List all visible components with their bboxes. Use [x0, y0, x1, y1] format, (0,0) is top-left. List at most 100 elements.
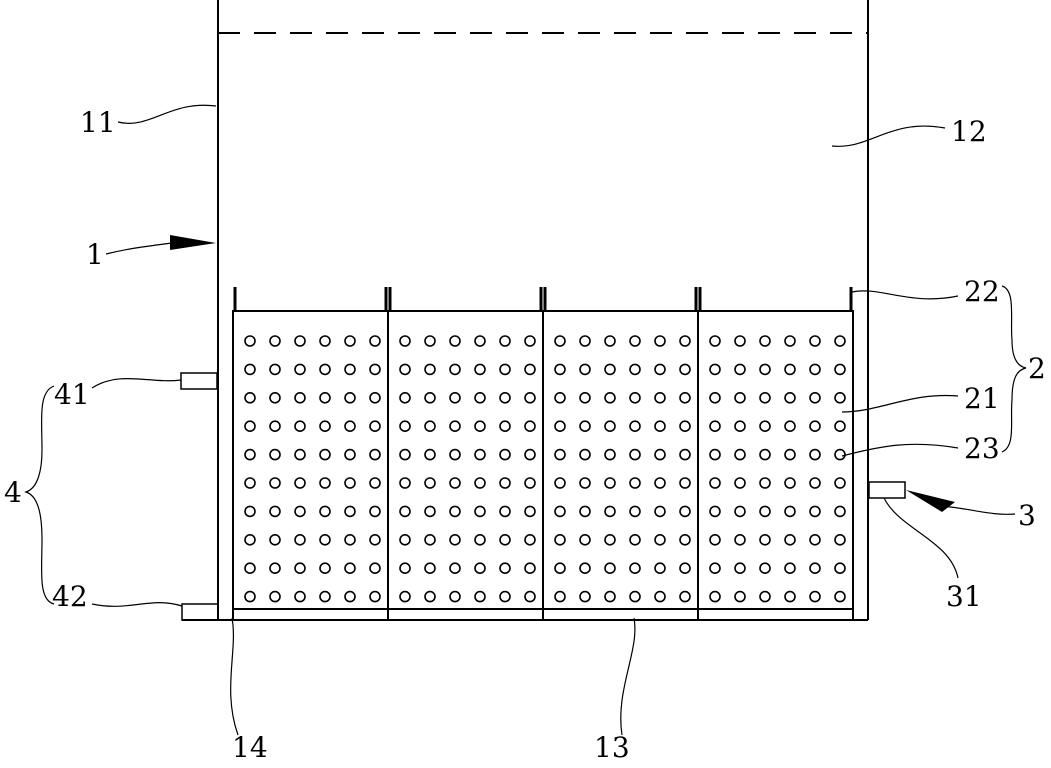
perforation-hole — [319, 420, 331, 433]
perforation-hole — [474, 590, 486, 603]
perforation-hole — [629, 420, 641, 433]
perforation-hole — [269, 335, 281, 347]
perforation-hole — [629, 363, 641, 376]
perforation-hole — [784, 363, 796, 376]
label-23: 23 — [964, 432, 1000, 465]
leader-42 — [91, 602, 183, 607]
perforation-hole — [524, 505, 536, 518]
perforation-hole — [344, 477, 356, 489]
perforation-hole — [474, 505, 486, 518]
perforation-hole — [809, 335, 821, 347]
perforation-hole — [344, 590, 356, 603]
perforation-hole — [604, 533, 616, 546]
perforation-hole — [424, 448, 436, 461]
perforation-hole — [784, 590, 796, 603]
perforation-hole — [654, 505, 666, 518]
perforation-hole — [524, 448, 536, 461]
perforation-hole — [809, 448, 821, 461]
perforation-hole — [399, 391, 411, 404]
perforation-hole — [344, 505, 356, 518]
perforation-hole — [524, 420, 536, 433]
perforation-hole — [654, 448, 666, 461]
perforation-hole — [759, 420, 771, 433]
perforation-hole — [809, 533, 821, 546]
perforation-hole — [709, 477, 721, 489]
perforation-hole — [449, 533, 461, 546]
leader-12 — [831, 125, 946, 147]
perforation-hole — [344, 448, 356, 461]
perforation-hole — [834, 477, 846, 489]
perforation-hole — [369, 420, 381, 433]
leader-21 — [841, 394, 959, 413]
perforation-hole — [629, 391, 641, 404]
perforation-hole — [319, 335, 331, 347]
perforation-hole — [809, 420, 821, 433]
perforation-hole — [399, 505, 411, 518]
perforation-hole — [399, 533, 411, 546]
perforation-hole — [834, 562, 846, 575]
perforation-hole — [759, 590, 771, 603]
perforation-hole — [759, 391, 771, 404]
arrow-3-icon — [906, 490, 955, 512]
perforation-hole — [579, 590, 591, 603]
label-13: 13 — [594, 731, 630, 763]
perforation-hole — [399, 477, 411, 489]
label-12: 12 — [951, 115, 987, 148]
perforation-hole — [784, 477, 796, 489]
perforation-hole — [679, 363, 691, 376]
leader-14 — [230, 617, 239, 736]
perforation-hole — [579, 477, 591, 489]
label-11: 11 — [80, 106, 116, 139]
leader-1 — [105, 242, 173, 255]
perforation-hole — [579, 448, 591, 461]
perforation-hole — [554, 590, 566, 603]
perforation-hole — [424, 391, 436, 404]
perforation-hole — [579, 562, 591, 575]
perforation-hole — [604, 363, 616, 376]
brace-2 — [1001, 285, 1027, 453]
perforation-hole — [474, 562, 486, 575]
perforation-hole — [474, 533, 486, 546]
perforation-hole — [604, 477, 616, 489]
perforation-hole — [554, 391, 566, 404]
perforation-hole — [784, 391, 796, 404]
perforation-hole — [499, 533, 511, 546]
perforation-hole — [269, 363, 281, 376]
perforation-hole — [734, 533, 746, 546]
perforation-hole — [244, 477, 256, 489]
perforation-hole — [679, 590, 691, 603]
perforation-hole — [604, 448, 616, 461]
perforation-hole — [319, 391, 331, 404]
perforation-hole — [709, 533, 721, 546]
perforation-hole — [679, 335, 691, 347]
perforation-hole — [604, 391, 616, 404]
perforation-hole — [399, 448, 411, 461]
perforation-hole — [344, 533, 356, 546]
perforation-hole — [244, 335, 256, 347]
perforation-hole — [809, 505, 821, 518]
label-2: 2 — [1028, 352, 1046, 385]
perforation-hole — [679, 505, 691, 518]
perforation-hole — [499, 562, 511, 575]
perforation-hole — [449, 420, 461, 433]
perforation-hole — [629, 448, 641, 461]
perforation-hole — [499, 391, 511, 404]
label-21: 21 — [964, 382, 1000, 415]
perforation-hole — [424, 505, 436, 518]
perforation-hole — [554, 448, 566, 461]
perforation-hole — [759, 363, 771, 376]
perforation-hole — [579, 363, 591, 376]
perforation-hole — [524, 363, 536, 376]
perforation-hole — [784, 335, 796, 347]
perforation-hole — [554, 477, 566, 489]
perforation-hole — [759, 335, 771, 347]
perforation-hole — [244, 363, 256, 376]
leader-31 — [883, 497, 959, 579]
perforation-hole — [554, 363, 566, 376]
perforation-hole — [474, 335, 486, 347]
perforation-hole — [399, 590, 411, 603]
perforation-hole — [554, 533, 566, 546]
label-41: 41 — [54, 378, 90, 411]
